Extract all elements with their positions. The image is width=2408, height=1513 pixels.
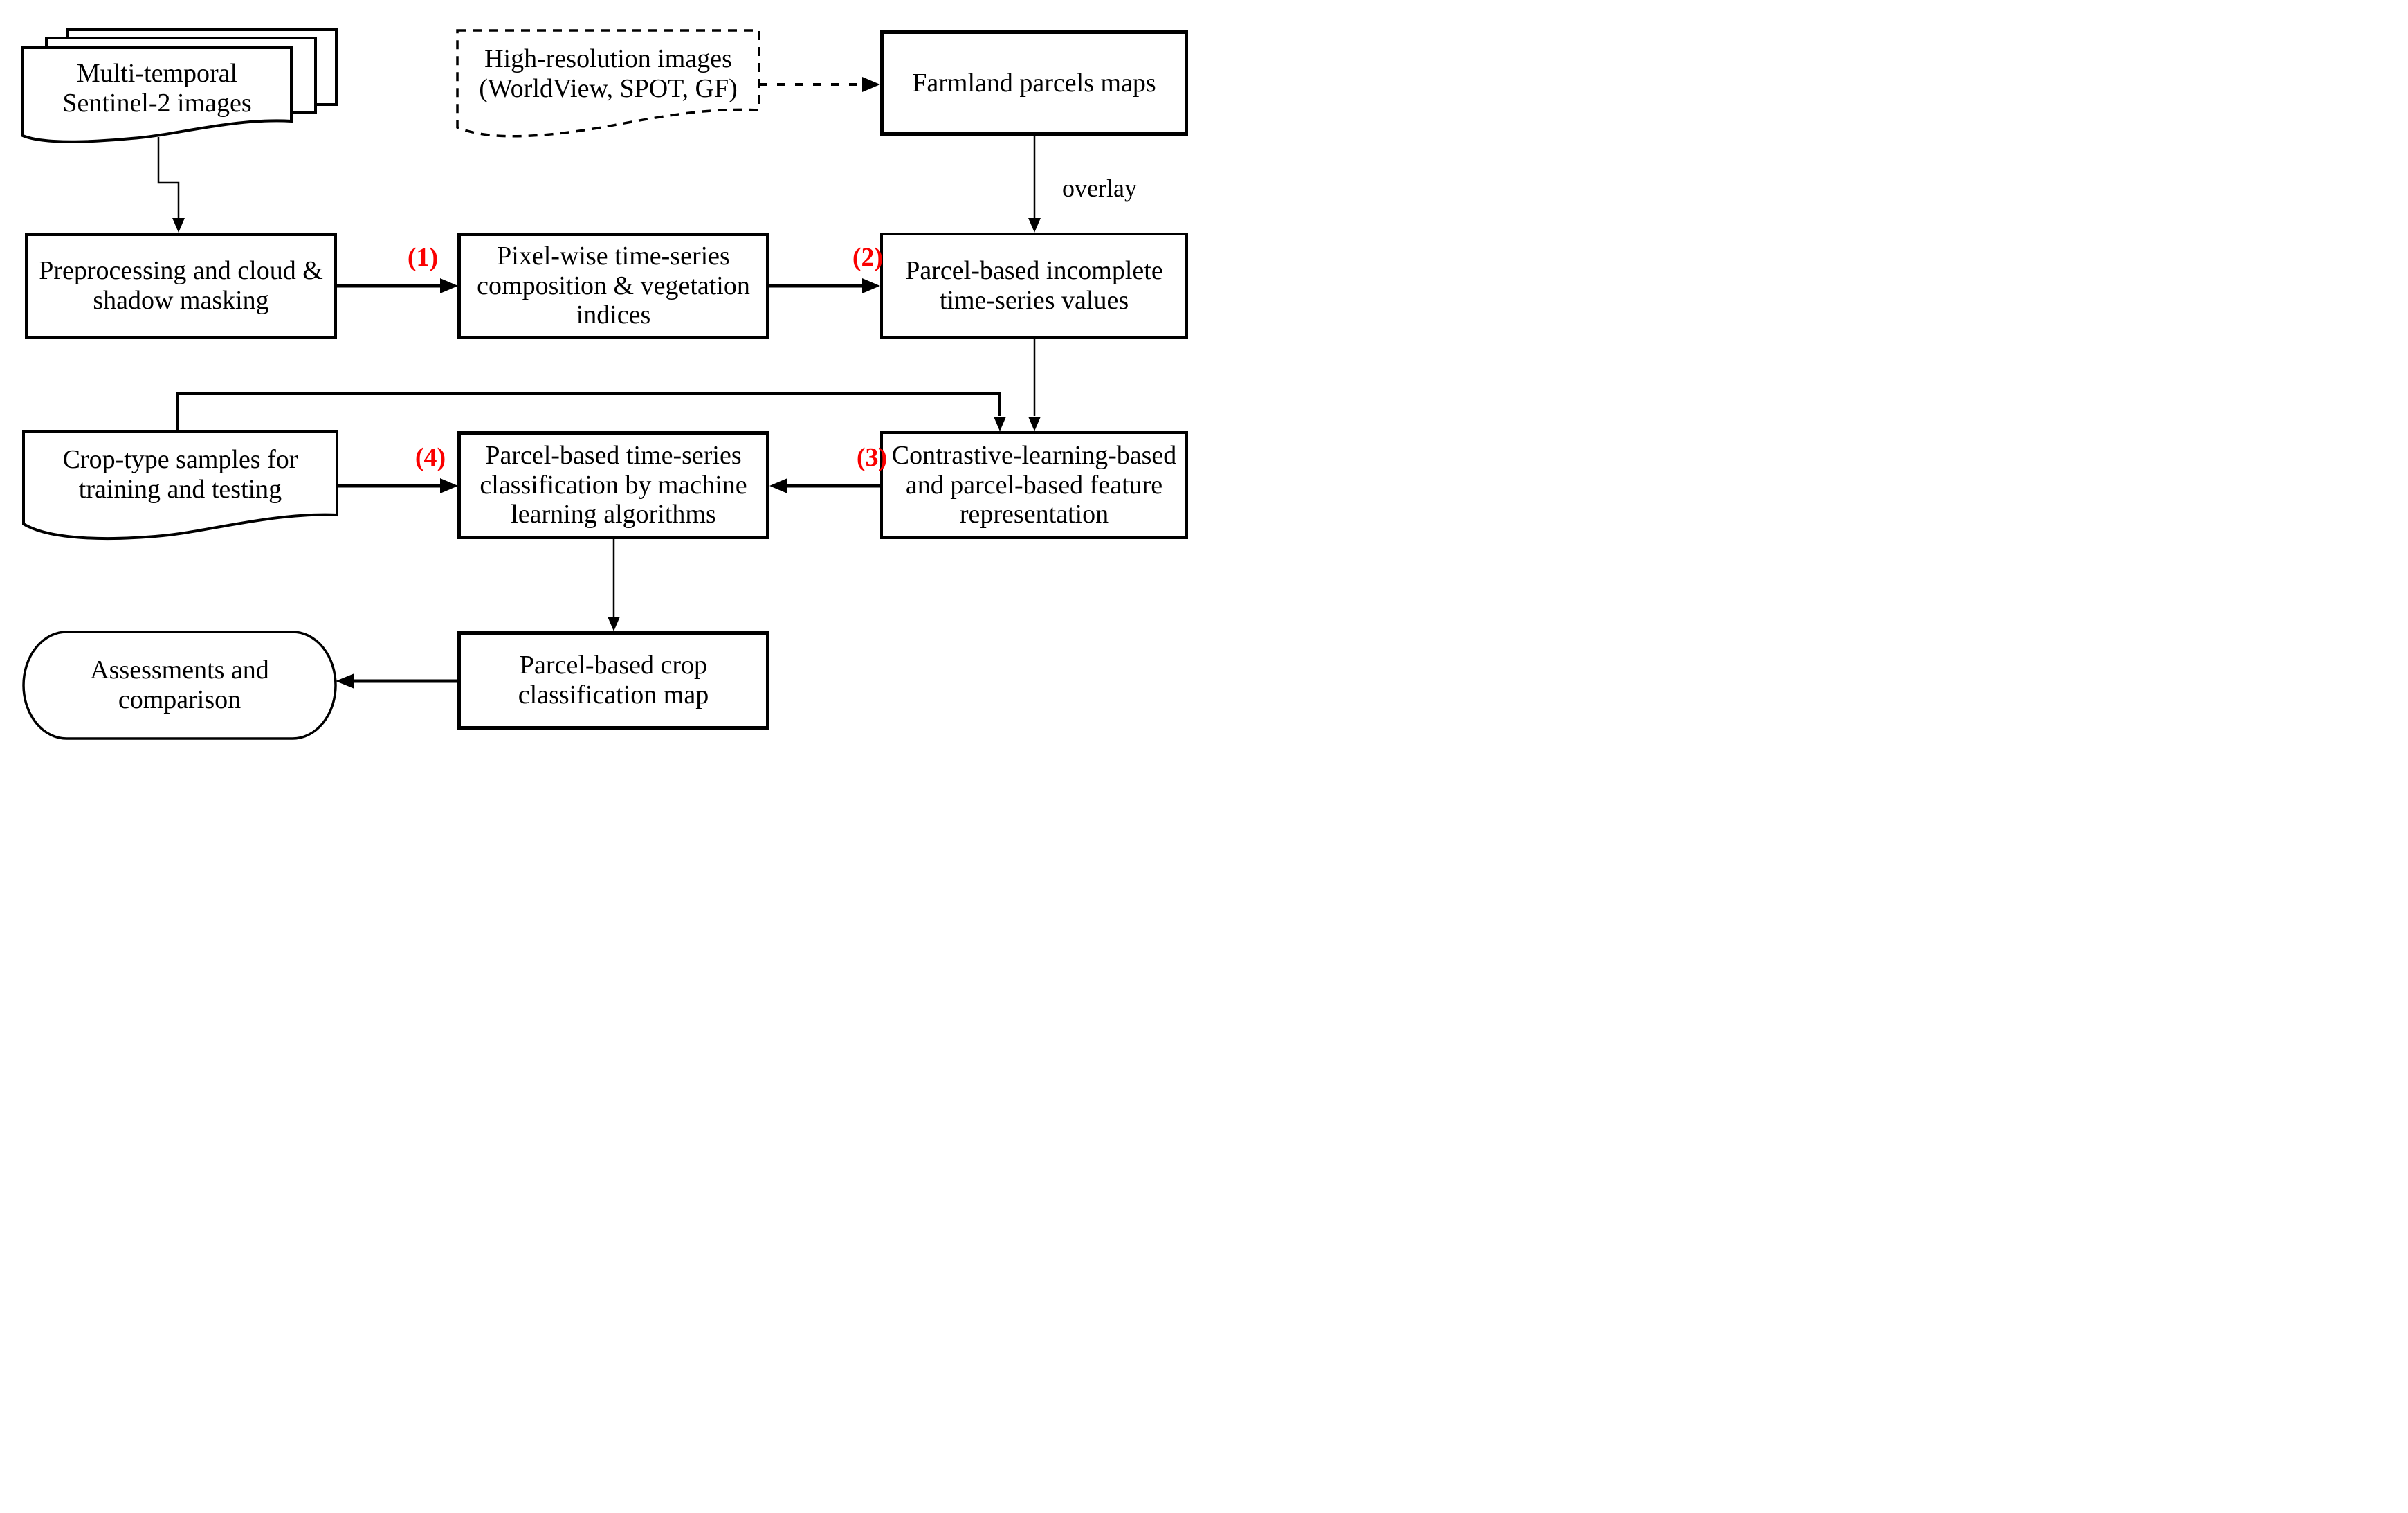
connector-layer [21, 28, 1041, 740]
assessments-stadium-shape [22, 631, 337, 740]
edge-label-step-3: (3) [856, 443, 888, 472]
flowchart-figure: Farmland parcels maps Preprocessing and … [0, 0, 1204, 756]
edge-label-step-2: (2) [852, 243, 884, 272]
node-preprocessing: Preprocessing and cloud & shadow masking [25, 233, 337, 339]
crop-samples-doc-shape [22, 430, 338, 541]
edge-sentinel-preprocessing [157, 137, 180, 220]
edge-cropmap-assessments-arrowhead [336, 673, 354, 689]
edge-pixelwise-incomplete-arrowhead [862, 278, 880, 293]
edge-sentinel-preprocessing-arrowhead [172, 218, 185, 233]
node-multitemporal-sentinel-label: Multi-temporal Sentinel-2 images [62, 59, 252, 118]
edge-contrastive-classification-arrowhead [769, 478, 787, 493]
edge-highres-farmland-arrowhead [862, 77, 880, 92]
edge-preprocessing-pixelwise-arrowhead [440, 278, 458, 293]
node-parcel-crop-classification-map: Parcel-based crop classification map [457, 631, 769, 730]
node-pixelwise-composition: Pixel-wise time-series composition & veg… [457, 233, 769, 339]
node-highres-images-label: High-resolution images (WorldView, SPOT,… [479, 44, 738, 103]
edge-cropsamples-contrastive-arrowhead [994, 417, 1006, 431]
edge-label-step-1: (1) [407, 243, 439, 272]
edge-label-overlay: overlay [1062, 174, 1137, 202]
node-parcel-timeseries-classification: Parcel-based time-series classification … [457, 431, 769, 539]
node-farmland-parcels-maps: Farmland parcels maps [880, 30, 1188, 136]
node-croptype-samples-label: Crop-type samples for training and testi… [62, 445, 298, 504]
edge-cropsamples-classification-arrowhead [440, 478, 458, 493]
sentinel-doc-front-page-icon [21, 46, 293, 143]
edge-cropsamples-contrastive [176, 392, 1001, 431]
edge-classification-cropmap-arrowhead [608, 617, 620, 631]
edge-label-step-4: (4) [414, 443, 446, 472]
node-contrastive-feature-representation: Contrastive-learning-based and parcel-ba… [880, 431, 1188, 539]
highres-doc-shape [456, 29, 760, 138]
edge-incomplete-contrastive-arrowhead [1028, 417, 1041, 431]
edge-farmland-incomplete-arrowhead [1028, 218, 1041, 233]
node-parcel-incomplete-timeseries: Parcel-based incomplete time-series valu… [880, 233, 1188, 339]
node-assessments-comparison-label: Assessments and comparison [90, 655, 269, 714]
